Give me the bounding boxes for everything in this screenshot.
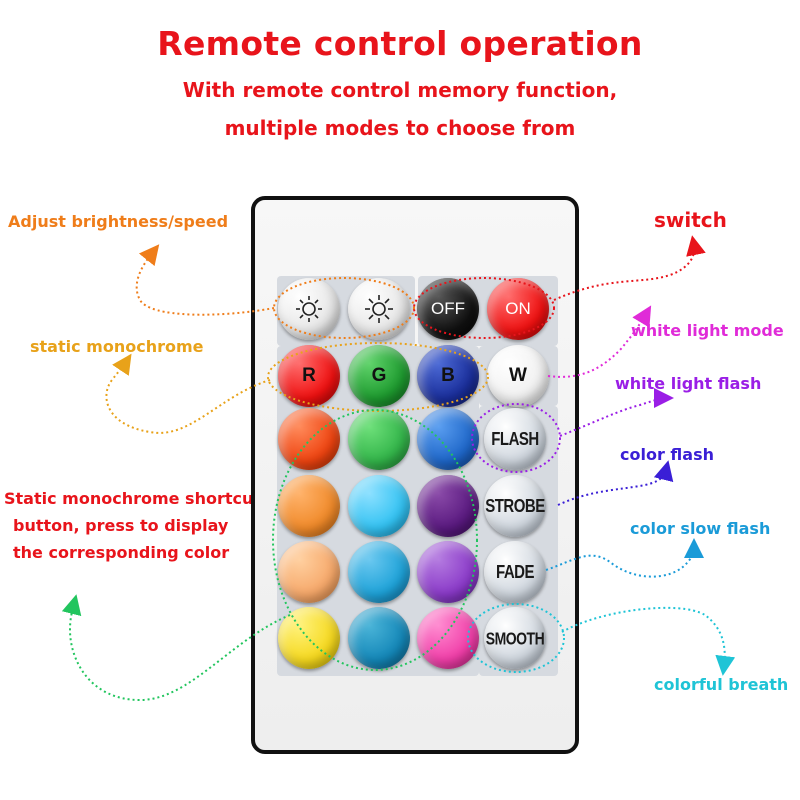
- strobe-label: STROBE: [485, 495, 545, 517]
- off-button[interactable]: OFF: [417, 278, 479, 340]
- fade-button[interactable]: FADE: [484, 541, 546, 603]
- smooth-button[interactable]: SMOOTH: [484, 607, 546, 669]
- smooth-label: SMOOTH: [485, 628, 545, 648]
- subtitle-line-1: With remote control memory function,: [182, 78, 618, 102]
- label-color-slow-flash: color slow flash: [630, 519, 771, 538]
- label-color-flash: color flash: [620, 445, 714, 464]
- on-button[interactable]: ON: [487, 278, 549, 340]
- b-label: B: [441, 365, 455, 386]
- subtitle-line-2: multiple modes to choose from: [224, 116, 576, 140]
- page-title: Remote control operation: [157, 24, 643, 63]
- label-colorful-breath: colorful breath: [654, 675, 789, 694]
- color-button-yellow[interactable]: [278, 607, 340, 669]
- color-button-pink[interactable]: [417, 607, 479, 669]
- colorful-breath-callout-line: [561, 606, 736, 676]
- brightness-down-button[interactable]: [278, 278, 340, 340]
- white-button[interactable]: W: [487, 345, 549, 407]
- static-monochrome-callout-line: [105, 353, 271, 434]
- brightness-down-icon: [296, 296, 322, 322]
- label-white-light-flash: white light flash: [615, 374, 762, 393]
- color-button-cyan-blue[interactable]: [348, 541, 410, 603]
- strobe-button[interactable]: STROBE: [484, 475, 546, 537]
- brightness-up-button[interactable]: [348, 278, 410, 340]
- color-button-peach[interactable]: [278, 541, 340, 603]
- color-button-light-green[interactable]: [348, 408, 410, 470]
- label-shortcut-line-3: the corresponding color: [13, 543, 230, 562]
- green-button[interactable]: G: [348, 345, 410, 407]
- label-adjust-brightness-speed: Adjust brightness/speed: [8, 212, 229, 231]
- g-label: G: [371, 365, 387, 386]
- color-button-orange[interactable]: [278, 475, 340, 537]
- blue-button[interactable]: B: [417, 345, 479, 407]
- label-white-light-mode: white light mode: [631, 321, 784, 340]
- brightness-up-icon: [365, 295, 393, 323]
- label-shortcut-line-1: Static monochrome shortcut: [4, 489, 262, 508]
- color-button-dark-purple[interactable]: [417, 475, 479, 537]
- on-label: ON: [505, 299, 531, 318]
- color-button-medium-blue[interactable]: [417, 408, 479, 470]
- color-button-orange-red[interactable]: [278, 408, 340, 470]
- w-label: W: [509, 365, 527, 386]
- color-button-teal-blue[interactable]: [348, 607, 410, 669]
- label-shortcut-line-2: button, press to display: [13, 516, 229, 535]
- red-button[interactable]: R: [278, 345, 340, 407]
- fade-label: FADE: [495, 561, 535, 583]
- off-label: OFF: [431, 299, 465, 318]
- color-button-purple[interactable]: [417, 541, 479, 603]
- color-button-sky-blue[interactable]: [348, 475, 410, 537]
- r-label: R: [302, 365, 316, 386]
- flash-label: FLASH: [491, 428, 539, 450]
- flash-button[interactable]: FLASH: [484, 408, 546, 470]
- label-switch: switch: [654, 208, 727, 232]
- label-static-monochrome: static monochrome: [30, 337, 204, 356]
